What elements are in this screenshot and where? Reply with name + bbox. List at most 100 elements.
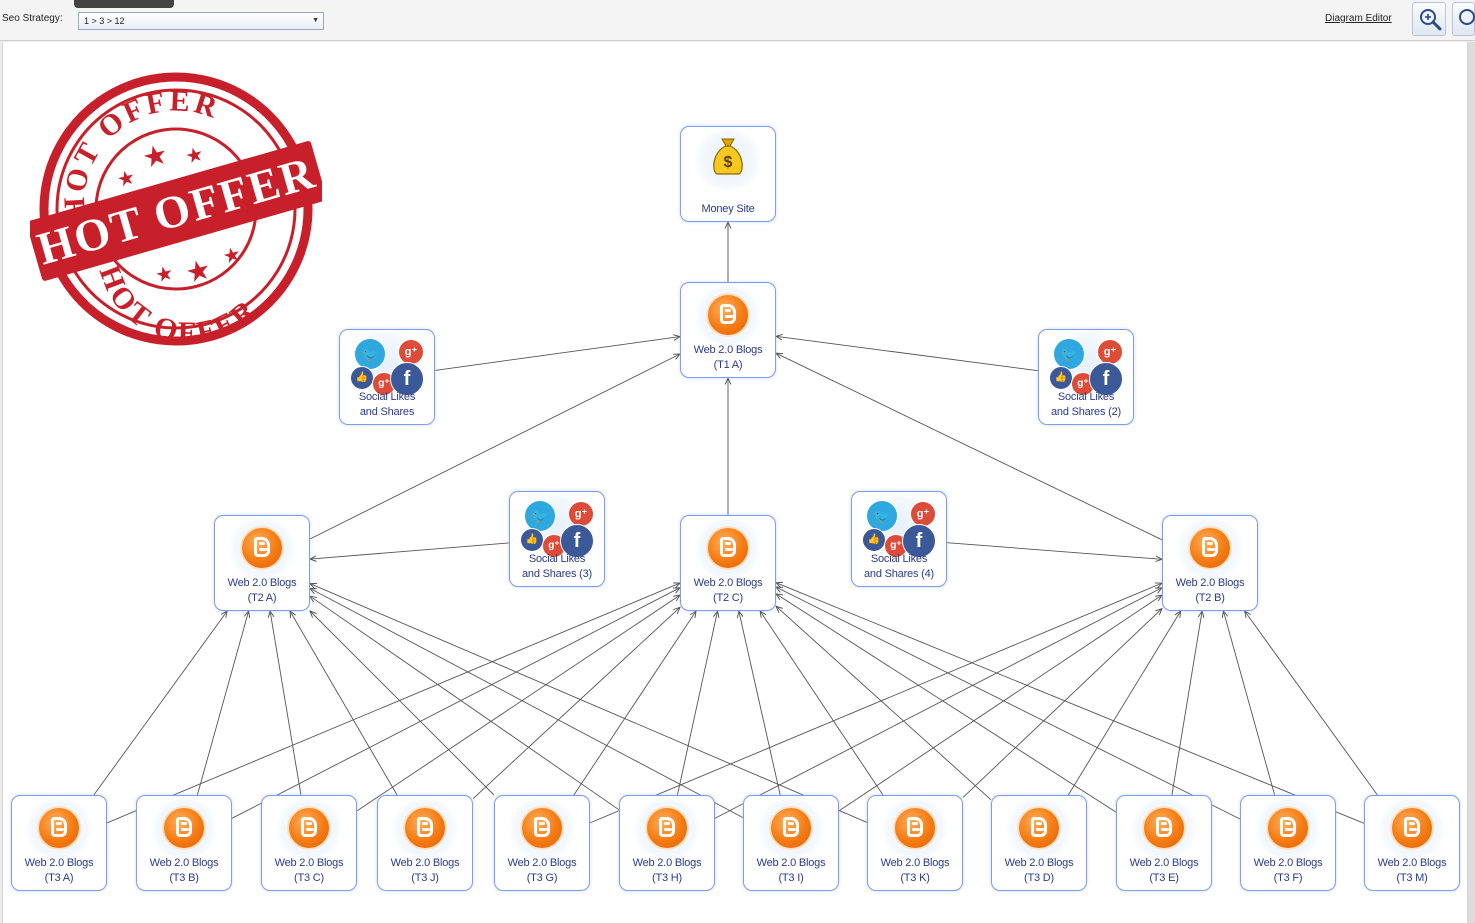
node-t2c[interactable]: Web 2.0 Blogs (T2 C) [680,515,776,611]
node-t3j[interactable]: Web 2.0 Blogs (T3 J) [377,795,473,891]
node-t3f[interactable]: Web 2.0 Blogs (T3 F) [1240,795,1336,891]
node-t1a[interactable]: Web 2.0 Blogs (T1 A) [680,282,776,378]
link-t3f-to-t2b [1223,611,1276,796]
chevron-down-icon[interactable]: ▼ [312,17,319,24]
svg-text:★: ★ [182,253,214,289]
blogger-icon [706,526,750,570]
link-t3j-to-t2c [472,607,680,799]
svg-text:★: ★ [183,143,206,169]
blogger-icon [893,806,937,850]
node-t2b[interactable]: Web 2.0 Blogs (T2 B) [1162,515,1258,611]
social-icons: 🐦g⁺👍g⁺f [350,336,426,396]
like-icon: 👍 [350,366,374,390]
blogger-icon [706,293,750,337]
svg-text:★: ★ [153,262,176,288]
link-t3i-to-t2c [739,611,781,796]
node-label: Web 2.0 Blogs (T3 I) [756,857,826,884]
node-t2a[interactable]: Web 2.0 Blogs (T2 A) [214,515,310,611]
link-t3a-to-t2c [106,583,680,824]
node-label: Web 2.0 Blogs (T3 D) [1004,857,1074,884]
link-social4-to-t2b [946,542,1162,560]
svg-text:$: $ [724,154,733,171]
link-t3e-to-t2c [776,594,1117,813]
zoom-out-button[interactable] [1452,2,1475,36]
node-label: Web 2.0 Blogs (T2 B) [1175,577,1245,604]
link-t3k-to-t2b [962,609,1162,798]
node-t3g[interactable]: Web 2.0 Blogs (T3 G) [494,795,590,891]
seo-strategy-label: Seo Strategy: [2,13,63,24]
node-label: Web 2.0 Blogs (T3 C) [274,857,344,884]
link-social2-to-t1a [776,336,1039,372]
google-plus-icon: g⁺ [568,501,594,527]
node-money-site[interactable]: $ Money Site [680,126,776,222]
toolbar: Seo Strategy: 1 > 3 > 12 ▼ Diagram Edito… [0,0,1475,41]
blogger-icon [1188,526,1232,570]
google-plus-icon: g⁺ [910,501,936,527]
facebook-icon: f [1089,362,1123,396]
blogger-icon [645,806,689,850]
window-tab-handle[interactable] [74,0,174,8]
node-t3d[interactable]: Web 2.0 Blogs (T3 D) [991,795,1087,891]
node-t3c[interactable]: Web 2.0 Blogs (T3 C) [261,795,357,891]
node-t3h[interactable]: Web 2.0 Blogs (T3 H) [619,795,715,891]
vertical-scrollbar[interactable] [1468,42,1475,923]
link-t3i-to-t2b [838,595,1162,812]
node-label: Social Likes and Shares [358,391,416,418]
facebook-icon: f [560,524,594,558]
link-social3-to-t2a [310,542,510,559]
node-t3a[interactable]: Web 2.0 Blogs (T3 A) [11,795,107,891]
social-icons: 🐦g⁺👍g⁺f [520,498,596,558]
twitter-icon: 🐦 [524,500,556,532]
money-bag-icon: $ [713,138,743,175]
blogger-icon [162,806,206,850]
link-t3m-to-t2c [776,583,1365,824]
node-t3k[interactable]: Web 2.0 Blogs (T3 K) [867,795,963,891]
seo-strategy-select[interactable]: 1 > 3 > 12 ▼ [78,12,324,30]
social-icons: 🐦g⁺👍g⁺f [1049,336,1125,396]
blogger-icon [1142,806,1186,850]
blogger-icon [403,806,447,850]
node-label: Web 2.0 Blogs (T3 B) [149,857,219,884]
blogger-icon [37,806,81,850]
link-t3b-to-t2c [231,588,680,819]
link-t2b-to-t1a [776,353,1163,541]
node-t3e[interactable]: Web 2.0 Blogs (T3 E) [1116,795,1212,891]
node-label: Web 2.0 Blogs (T3 H) [632,857,702,884]
google-plus-icon: g⁺ [1071,372,1095,396]
like-icon: 👍 [862,528,886,552]
link-t3d-to-t2c [776,606,992,801]
hot-offer-stamp: HOT OFFER HOT OFFER ★ ★ ★ ★ ★ ★ HOT OFFE… [30,72,322,348]
node-label: Web 2.0 Blogs (T3 F) [1253,857,1323,884]
link-t3e-to-t2b [1171,611,1202,796]
link-t3g-to-t2c [573,611,696,796]
twitter-icon: 🐦 [354,338,386,370]
node-t3m[interactable]: Web 2.0 Blogs (T3 M) [1364,795,1460,891]
link-t3b-to-t2a [196,611,248,796]
google-plus-icon: g⁺ [398,339,424,365]
node-label: Web 2.0 Blogs (T2 C) [693,577,763,604]
node-label: Web 2.0 Blogs (T3 E) [1129,857,1199,884]
blogger-icon [1390,806,1434,850]
diagram-editor-link[interactable]: Diagram Editor [1325,13,1392,24]
zoom-in-button[interactable] [1412,2,1446,36]
link-t3h-to-t2b [714,588,1162,819]
seo-strategy-value: 1 > 3 > 12 [84,16,125,26]
node-label: Social Likes and Shares (4) [864,553,934,580]
twitter-icon: 🐦 [1053,338,1085,370]
node-t3b[interactable]: Web 2.0 Blogs (T3 B) [136,795,232,891]
link-t3g-to-t2a [310,611,495,796]
zoom-out-icon [1459,9,1475,25]
blogger-icon [1266,806,1310,850]
blogger-icon [1017,806,1061,850]
node-t3i[interactable]: Web 2.0 Blogs (T3 I) [743,795,839,891]
stamp-stars: ★ ★ ★ ★ ★ ★ [115,138,243,289]
blogger-icon [287,806,331,850]
zoom-in-icon [1420,9,1442,31]
google-plus-icon: g⁺ [1097,339,1123,365]
node-label: Money Site [701,203,755,215]
